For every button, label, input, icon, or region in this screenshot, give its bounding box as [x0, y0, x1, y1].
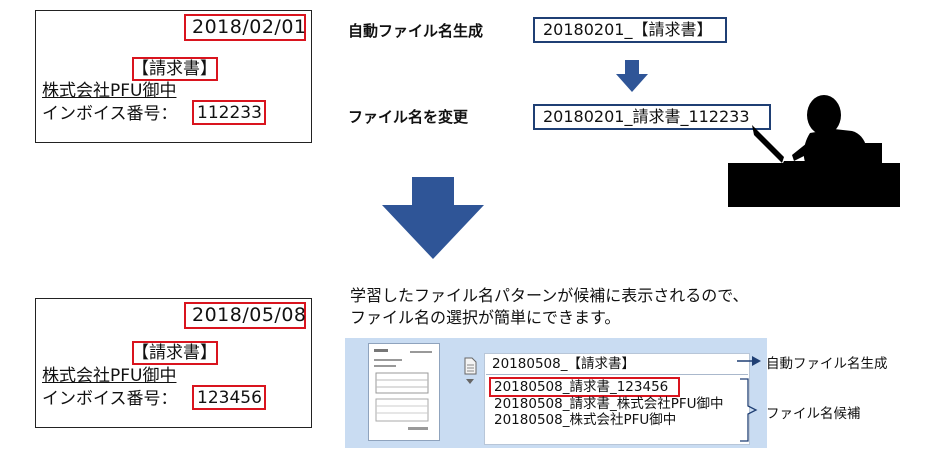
auto-name-box: 20180201_【請求書】: [533, 17, 727, 43]
selected-candidate-highlight: [489, 377, 680, 397]
candidate-item-1[interactable]: 20180508_請求書_123456: [494, 379, 669, 395]
caption-line-2: ファイル名の選択が簡単にできます。: [350, 308, 621, 327]
changed-name-box: 20180201_請求書_112233: [533, 104, 771, 130]
file-icon[interactable]: [462, 356, 478, 386]
invoice-document-2: 2018/05/08 【請求書】 株式会社PFU御中 インボイス番号： 1234…: [35, 298, 312, 428]
down-arrow-large-icon: [382, 177, 484, 259]
person-at-laptop-icon: [728, 95, 900, 207]
auto-name-side-label: 自動ファイル名生成: [766, 356, 888, 372]
filename-dropdown[interactable]: [484, 353, 750, 445]
right-arrow-icon: [737, 356, 761, 366]
candidates-side-label: ファイル名候補: [766, 406, 861, 422]
candidate-item-2[interactable]: 20180508_請求書_株式会社PFU御中: [494, 396, 724, 412]
candidate-item-3[interactable]: 20180508_株式会社PFU御中: [494, 412, 677, 428]
title-highlight: [132, 57, 218, 81]
dropdown-divider: [486, 374, 748, 375]
invoice-title: 【請求書】: [132, 343, 217, 363]
down-arrow-small-icon: [616, 60, 648, 92]
invoice-date: 2018/02/01: [192, 16, 307, 38]
caption-line-1: 学習したファイル名パターンが候補に表示されるので、: [350, 286, 749, 305]
invoice-document-1: 2018/02/01 【請求書】 株式会社PFU御中 インボイス番号： 1122…: [35, 10, 312, 143]
invoice-number-label: インボイス番号：: [42, 389, 178, 409]
invoice-number-label: インボイス番号：: [42, 104, 178, 124]
change-name-label: ファイル名を変更: [348, 108, 469, 126]
invoice-number: 123456: [197, 388, 262, 408]
candidates-bracket: [740, 378, 758, 442]
date-highlight: [184, 302, 306, 329]
invoice-number: 112233: [197, 103, 262, 123]
title-highlight: [132, 341, 218, 365]
invoice-date: 2018/05/08: [192, 304, 307, 326]
auto-name-label: 自動ファイル名生成: [348, 22, 484, 40]
invoice-company: 株式会社PFU御中: [42, 366, 177, 386]
invoice-company: 株式会社PFU御中: [42, 81, 177, 101]
invoice-number-highlight: [192, 100, 266, 125]
date-highlight: [184, 14, 306, 41]
document-thumbnail[interactable]: [368, 343, 440, 441]
invoice-number-highlight: [192, 385, 266, 410]
invoice-title: 【請求書】: [132, 59, 217, 79]
dropdown-top-item[interactable]: 20180508_【請求書】: [492, 356, 635, 372]
